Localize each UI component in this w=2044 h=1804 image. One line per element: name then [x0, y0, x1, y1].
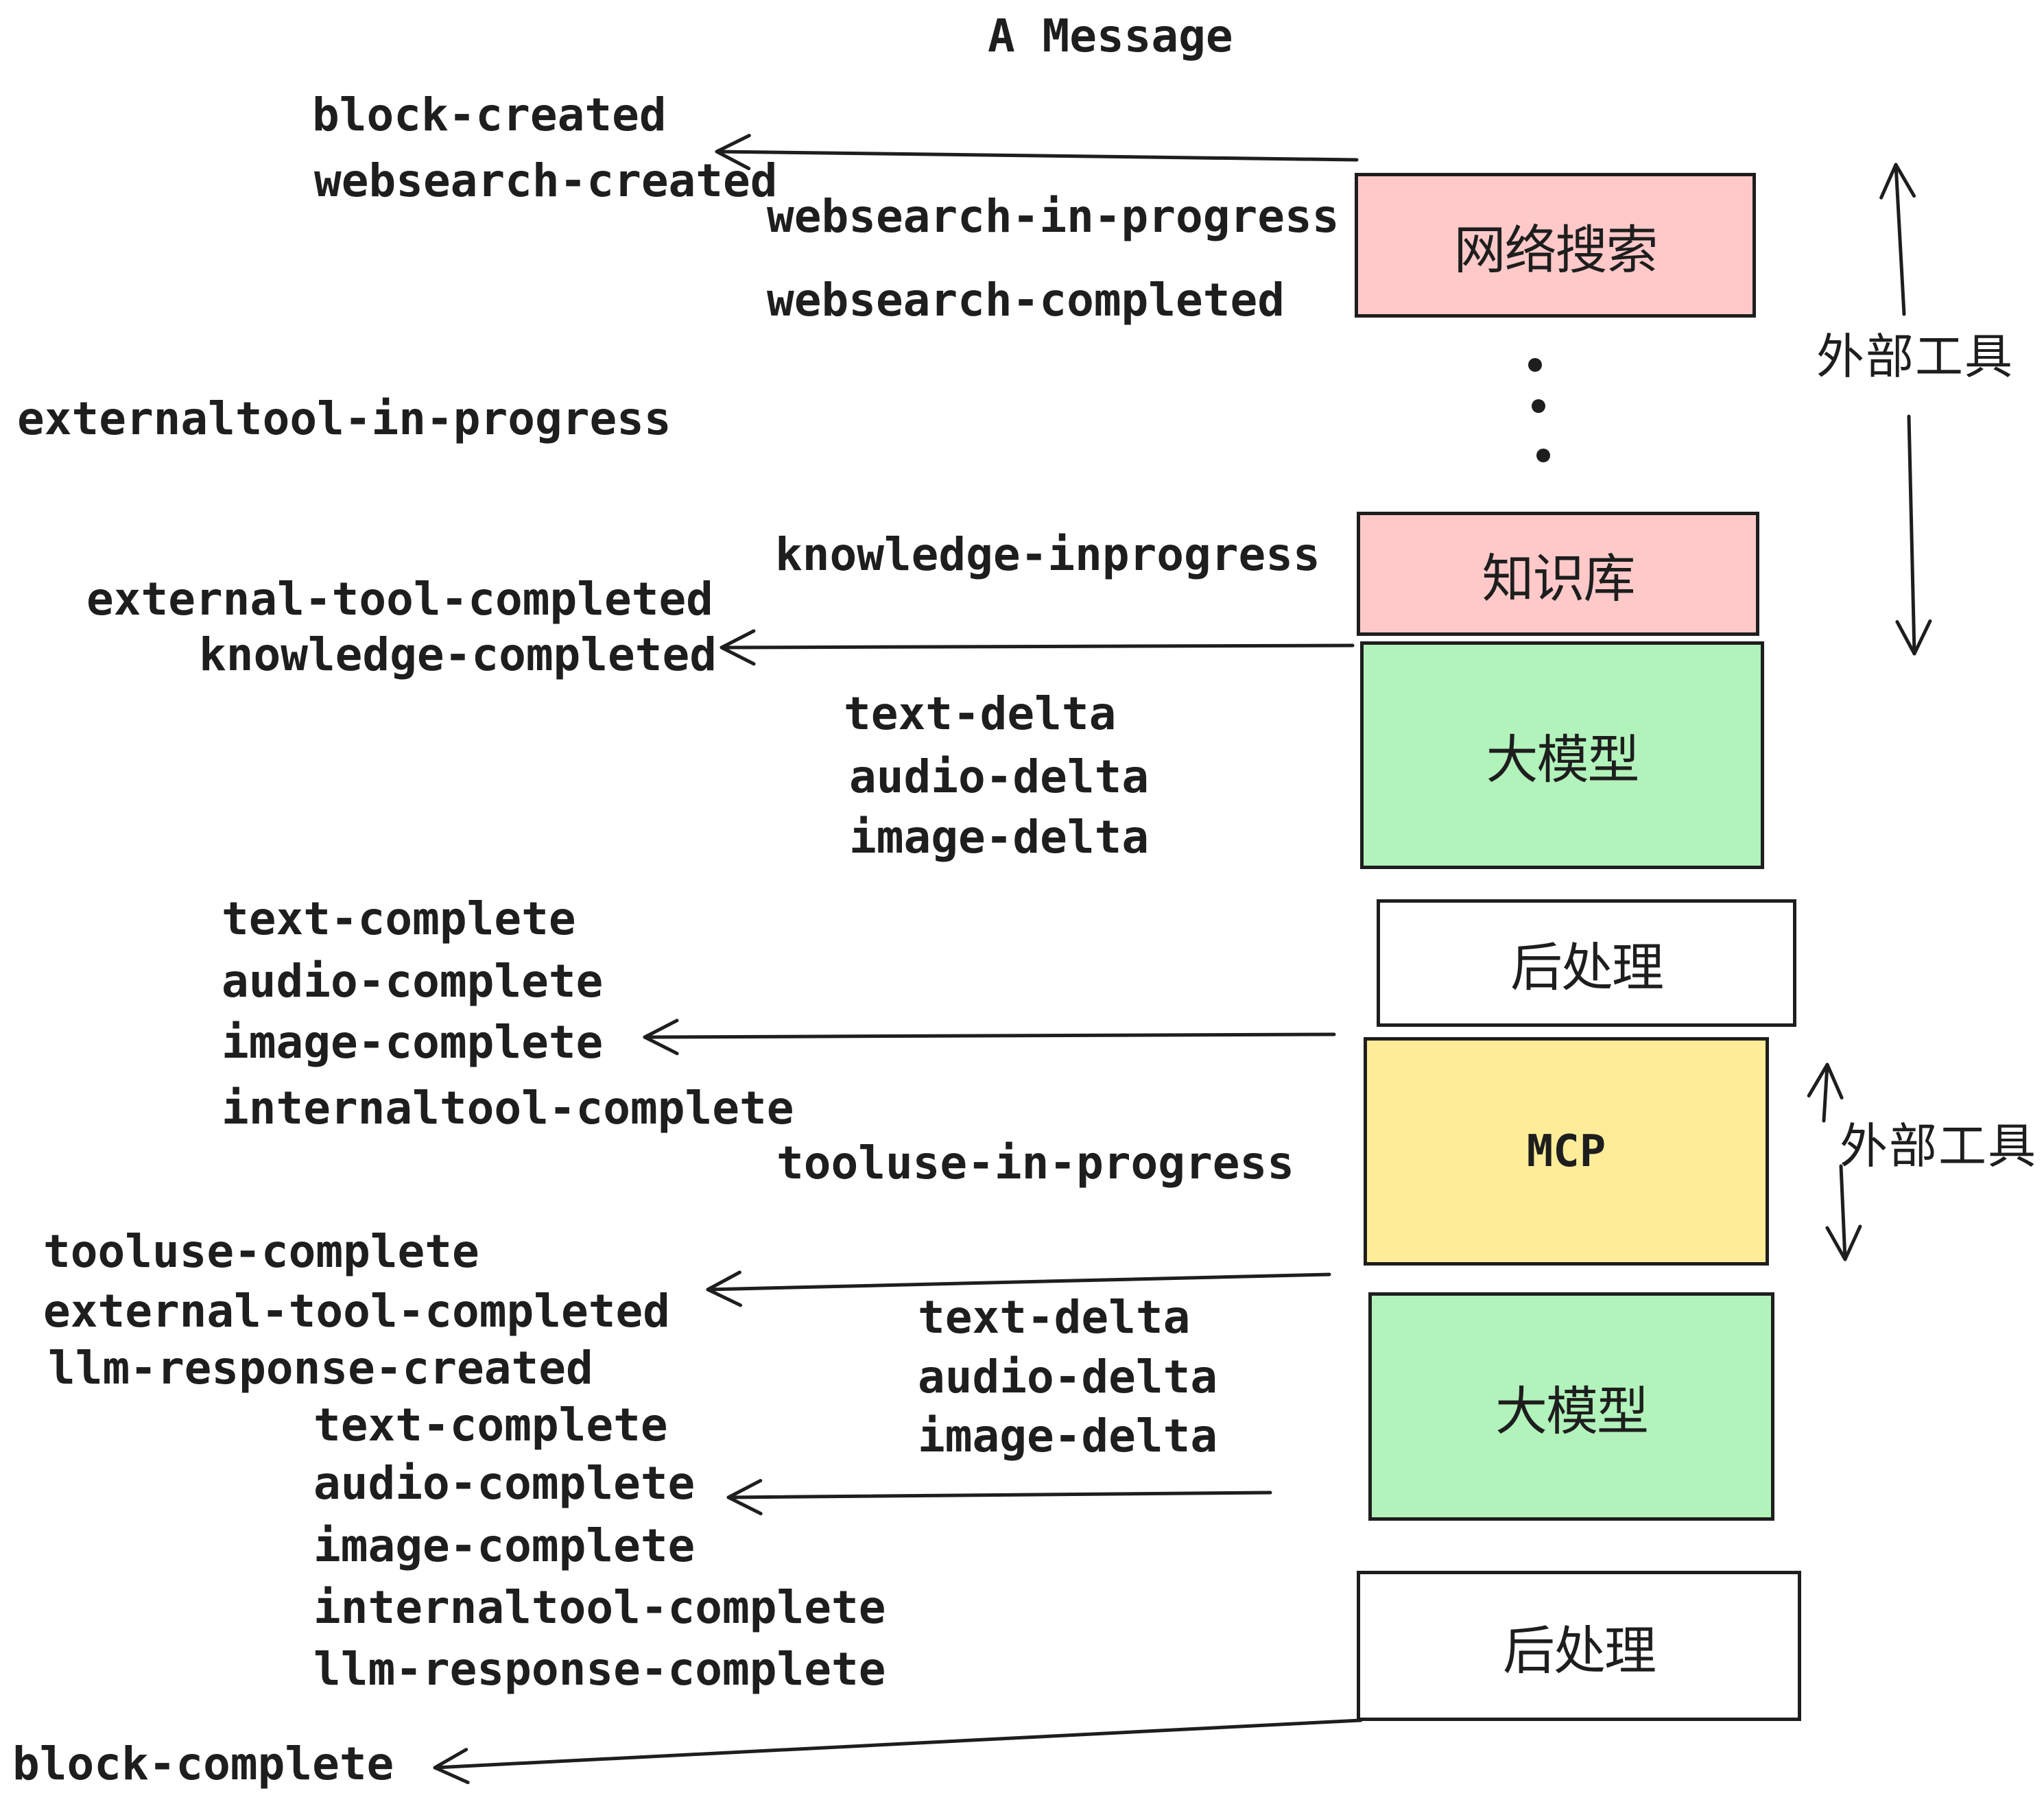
arrow-external-tools-down-2 [1825, 1164, 1862, 1261]
event-label-image-delta: image-delta [849, 811, 1150, 864]
event-label-knowledge-completed: knowledge-completed [199, 628, 717, 681]
arrow-tooluse-complete [706, 1270, 1331, 1307]
event-label-text-complete: text-complete [222, 892, 576, 945]
box-websearch: 网络搜索 [1355, 173, 1756, 318]
event-label-text-delta-2: text-delta [918, 1291, 1191, 1344]
event-label-tooluse-complete: tooluse-complete [43, 1225, 479, 1278]
box-mcp: MCP [1364, 1037, 1769, 1266]
event-label-websearch-completed: websearch-completed [767, 274, 1285, 327]
box-postprocess-1-label: 后处理 [1510, 939, 1664, 997]
arrow-block-complete [433, 1718, 1363, 1785]
arrow-block-created [715, 134, 1359, 171]
event-label-knowledge-inprogress: knowledge-inprogress [775, 528, 1320, 581]
box-websearch-label: 网络搜索 [1453, 221, 1659, 280]
event-label-image-complete: image-complete [222, 1016, 604, 1069]
event-label-tooluse-in-progress: tooluse-in-progress [776, 1137, 1294, 1189]
event-label-image-delta-2: image-delta [918, 1410, 1218, 1462]
external-tools-label-2: 外部工具 [1840, 1119, 2037, 1173]
event-label-externaltool-in-progress: externaltool-in-progress [17, 392, 672, 445]
event-label-audio-complete-2: audio-complete [313, 1457, 696, 1510]
event-label-llm-response-created: llm-response-created [48, 1342, 593, 1394]
event-label-internaltool-complete: internaltool-complete [222, 1082, 794, 1135]
box-llm-2: 大模型 [1368, 1292, 1774, 1521]
box-mcp-label: MCP [1526, 1126, 1606, 1177]
event-label-audio-complete: audio-complete [222, 955, 604, 1008]
box-llm-1: 大模型 [1360, 641, 1764, 869]
diagram-title: A Message [988, 10, 1233, 62]
event-label-audio-delta-2: audio-delta [918, 1351, 1218, 1403]
event-label-text-delta: text-delta [844, 687, 1117, 740]
event-label-internaltool-complete-2: internaltool-complete [313, 1581, 886, 1634]
event-label-audio-delta: audio-delta [849, 750, 1150, 803]
event-label-llm-response-complete: llm-response-complete [313, 1643, 886, 1696]
event-label-image-complete-2: image-complete [313, 1519, 696, 1572]
box-postprocess-2: 后处理 [1357, 1571, 1801, 1721]
event-label-external-tool-completed: external-tool-completed [86, 573, 713, 626]
box-knowledge-label: 知识库 [1482, 549, 1636, 608]
event-label-external-tool-completed-2: external-tool-completed [43, 1285, 670, 1338]
arrow-external-tools-down-1 [1895, 414, 1932, 656]
ellipsis-dots-icon [1528, 358, 1550, 462]
event-label-text-complete-2: text-complete [313, 1399, 668, 1451]
arrow-external-tools-up-1 [1879, 163, 1916, 316]
box-knowledge: 知识库 [1357, 512, 1759, 636]
arrow-knowledge-completed [720, 629, 1355, 666]
event-label-block-complete: block-complete [12, 1737, 394, 1790]
box-llm-1-label: 大模型 [1486, 731, 1640, 790]
box-llm-2-label: 大模型 [1495, 1382, 1649, 1441]
event-label-block-created: block-created [312, 88, 667, 141]
box-postprocess-2-label: 后处理 [1503, 1622, 1656, 1681]
external-tools-label-1: 外部工具 [1816, 330, 2014, 383]
event-label-websearch-created: websearch-created [314, 154, 778, 207]
event-label-websearch-in-progress: websearch-in-progress [767, 190, 1340, 243]
arrow-image-complete [643, 1019, 1336, 1056]
box-postprocess-1: 后处理 [1377, 899, 1796, 1027]
arrow-audio-complete [726, 1479, 1272, 1516]
arrow-external-tools-up-2 [1807, 1063, 1844, 1123]
